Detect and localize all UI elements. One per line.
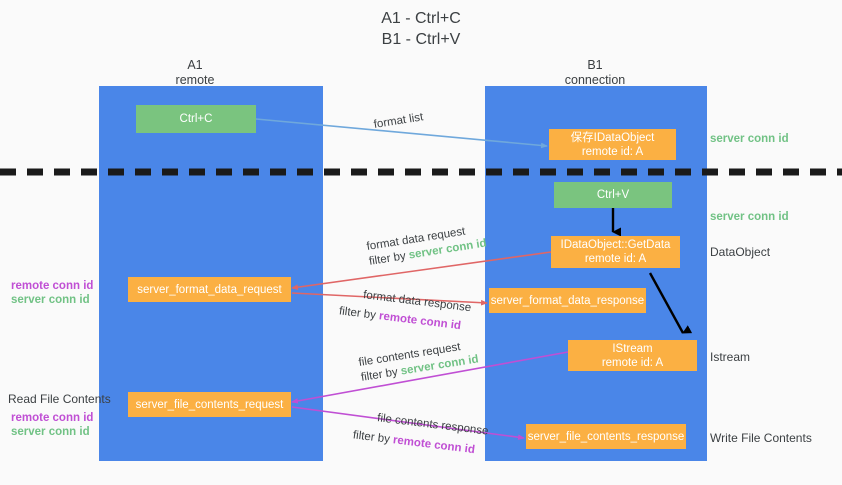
node-getdata-remote-id: remote id: A — [584, 253, 647, 265]
edge-label-file-contents-request: file contents request filter by server c… — [358, 338, 480, 386]
annotation-server-conn-id-mid: server conn id — [710, 211, 789, 223]
column-a1-sub: remote — [175, 73, 215, 87]
node-server-format-data-request-label: server_format_data_request — [137, 283, 282, 296]
column-b1-sub: connection — [564, 73, 626, 87]
column-header-b1: B1 connection — [530, 58, 660, 88]
filter-prefix: filter by — [352, 429, 394, 447]
node-ctrl-c[interactable]: Ctrl+C — [136, 105, 256, 133]
node-getdata-label: IDataObject::GetData — [560, 239, 671, 251]
annotation-read-file-contents: Read File Contents — [8, 392, 111, 406]
node-server-format-data-response-label: server_format_data_response — [490, 294, 645, 307]
title-line-2: B1 - Ctrl+V — [381, 31, 461, 48]
node-server-file-contents-response-label: server_file_contents_response — [527, 430, 685, 443]
edge-label-format-data-request: format data request filter by server con… — [366, 222, 488, 270]
node-server-file-contents-request[interactable]: server_file_contents_request — [128, 392, 291, 417]
edge-label-format-list: format list — [372, 111, 425, 131]
node-server-format-data-response[interactable]: server_format_data_response — [489, 288, 646, 313]
edge-label-format-data-response: format data response filter by remote co… — [338, 288, 472, 335]
filter-prefix: filter by — [338, 305, 380, 323]
annotation-istream: Istream — [710, 350, 751, 364]
node-ctrl-c-label: Ctrl+C — [179, 113, 213, 125]
node-server-file-contents-request-label: server_file_contents_request — [135, 398, 284, 411]
node-save-idataobject-remote-id: remote id: A — [581, 145, 644, 158]
edge-label-file-contents-response: file contents response filter by remote … — [352, 411, 489, 459]
title-line-1: A1 - Ctrl+C — [381, 10, 461, 27]
annotation-server-conn-id-2: server conn id — [11, 426, 90, 438]
annotation-server-conn-id-1: server conn id — [11, 294, 90, 306]
node-istream-label: IStream — [612, 342, 653, 355]
column-a1-name: A1 — [187, 58, 203, 72]
node-save-idataobject[interactable]: 保存IDataObject remote id: A — [549, 129, 676, 160]
node-idataobject-getdata[interactable]: IDataObject::GetData remote id: A — [551, 236, 680, 268]
node-ctrl-v-label: Ctrl+V — [596, 189, 630, 201]
filter-conn-id: remote conn id — [392, 434, 476, 457]
annotation-dataobject: DataObject — [710, 245, 771, 259]
node-server-file-contents-response[interactable]: server_file_contents_response — [526, 424, 686, 449]
node-ctrl-v[interactable]: Ctrl+V — [554, 182, 672, 208]
node-istream-remote-id: remote id: A — [601, 356, 664, 369]
page-title: A1 - Ctrl+C B1 - Ctrl+V — [0, 8, 842, 50]
annotation-server-conn-id-top: server conn id — [710, 133, 789, 145]
annotation-write-file-contents: Write File Contents — [710, 431, 812, 445]
node-istream[interactable]: IStream remote id: A — [568, 340, 697, 371]
column-header-a1: A1 remote — [130, 58, 260, 88]
annotation-remote-conn-id-1: remote conn id — [11, 280, 94, 292]
node-server-format-data-request[interactable]: server_format_data_request — [128, 277, 291, 302]
column-b1-name: B1 — [587, 58, 603, 72]
node-save-idataobject-label: 保存IDataObject — [570, 131, 655, 144]
annotation-remote-conn-id-2: remote conn id — [11, 412, 94, 424]
